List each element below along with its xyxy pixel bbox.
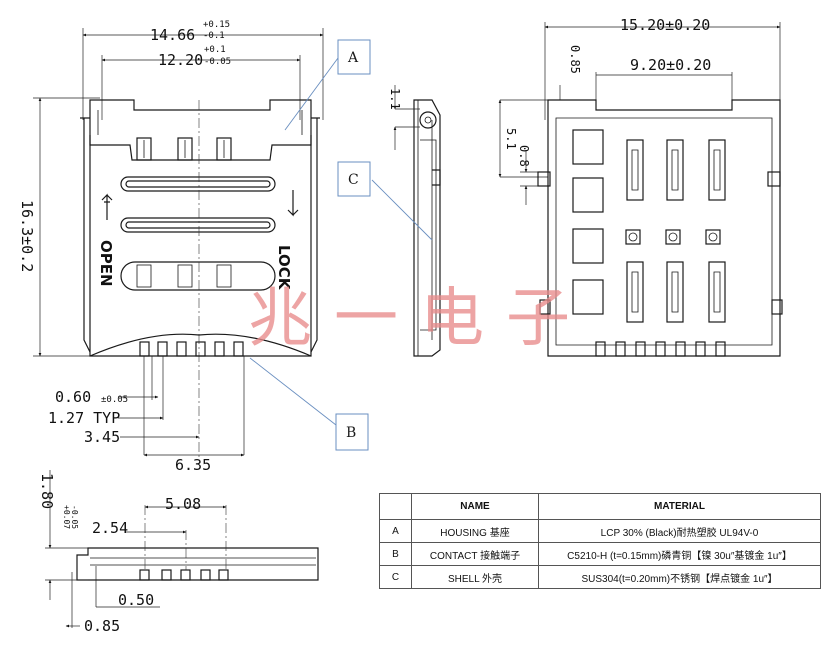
right-bottom-pins [595, 341, 726, 357]
table-row: C SHELL 外壳 SUS304(t=0.20mm)不锈钢【焊点镀金 1u″】 [379, 565, 821, 589]
svg-text:-0.05: -0.05 [204, 57, 231, 67]
dim-0-85-right: 0.85 [568, 45, 582, 74]
right-view: 15.20±0.20 9.20±0.20 0.85 5.1 0.8 [498, 16, 783, 357]
watermark: 兆一电子 [248, 282, 592, 356]
table-row: B CONTACT 接触端子 C5210-H (t=0.15mm)磷青铜【镍 3… [379, 542, 821, 566]
row-material: SUS304(t=0.20mm)不锈钢【焊点镀金 1u″】 [538, 565, 821, 589]
lock-arrow-icon [287, 190, 299, 217]
dim-5-08: 5.08 [165, 495, 201, 513]
svg-text:A: A [347, 50, 359, 66]
bottom-view: 5.08 2.54 1.80 +0.07 -0.05 0.50 0.85 [38, 470, 319, 635]
svg-text:+0.15: +0.15 [203, 20, 230, 30]
callout-b: B [249, 357, 369, 451]
lock-label: LOCK [275, 245, 293, 291]
bottom-pins [139, 341, 244, 357]
svg-text:-0.05: -0.05 [70, 505, 79, 529]
row-id: B [379, 542, 412, 566]
dim-12-20: 12.20 [158, 51, 203, 69]
dim-0-85-bottom: 0.85 [84, 617, 120, 635]
side-view: 1.1 [388, 85, 441, 357]
table-header-material: MATERIAL [538, 493, 821, 520]
svg-text:-0.1: -0.1 [203, 31, 225, 41]
table-row: A HOUSING 基座 LCP 30% (Black)耐热塑胶 UL94V-0 [379, 519, 821, 543]
dim-14-66: 14.66 [150, 26, 195, 44]
dim-16-3: 16.3±0.2 [18, 200, 36, 272]
dim-1-80: 1.80 [38, 473, 56, 509]
dim-0-60: 0.60 [55, 388, 91, 406]
callout-c: C [337, 161, 433, 241]
row-name: CONTACT 接触端子 [411, 542, 539, 566]
top-view: 14.66 +0.15 -0.1 12.20 +0.1 -0.05 16.3±0… [18, 20, 324, 474]
svg-text:+0.07: +0.07 [62, 505, 71, 529]
dim-3-45: 3.45 [84, 428, 120, 446]
dim-6-35: 6.35 [175, 456, 211, 474]
material-table: NAME MATERIAL A HOUSING 基座 LCP 30% (Blac… [379, 493, 821, 589]
dim-1-1: 1.1 [388, 88, 402, 110]
table-header-id [379, 493, 412, 520]
row-material: C5210-H (t=0.15mm)磷青铜【镍 30u″基镀金 1u″】 [538, 542, 821, 566]
svg-text:±0.05: ±0.05 [101, 395, 128, 405]
row-id: C [379, 565, 412, 589]
row-name: SHELL 外壳 [411, 565, 539, 589]
svg-text:B: B [346, 425, 356, 441]
open-label: OPEN [97, 240, 115, 287]
svg-text:+0.1: +0.1 [204, 45, 226, 55]
dim-15-20: 15.20±0.20 [620, 16, 710, 34]
dim-0-50: 0.50 [118, 591, 154, 609]
row-material: LCP 30% (Black)耐热塑胶 UL94V-0 [538, 519, 821, 543]
dim-0-8: 0.8 [517, 145, 531, 167]
open-arrow-icon [101, 193, 113, 220]
row-name: HOUSING 基座 [411, 519, 539, 543]
dim-2-54: 2.54 [92, 519, 128, 537]
callout-a: A [284, 39, 371, 131]
dim-9-20: 9.20±0.20 [630, 56, 711, 74]
table-header-row: NAME MATERIAL [379, 493, 821, 520]
upper-contacts-right [626, 139, 726, 201]
dim-5-1: 5.1 [504, 128, 518, 150]
table-header-name: NAME [411, 493, 539, 520]
lower-contacts-right [626, 261, 726, 323]
row-id: A [379, 519, 412, 543]
top-contact-slots [136, 137, 232, 161]
svg-text:C: C [348, 172, 359, 188]
dim-1-27: 1.27 TYP [48, 409, 120, 427]
